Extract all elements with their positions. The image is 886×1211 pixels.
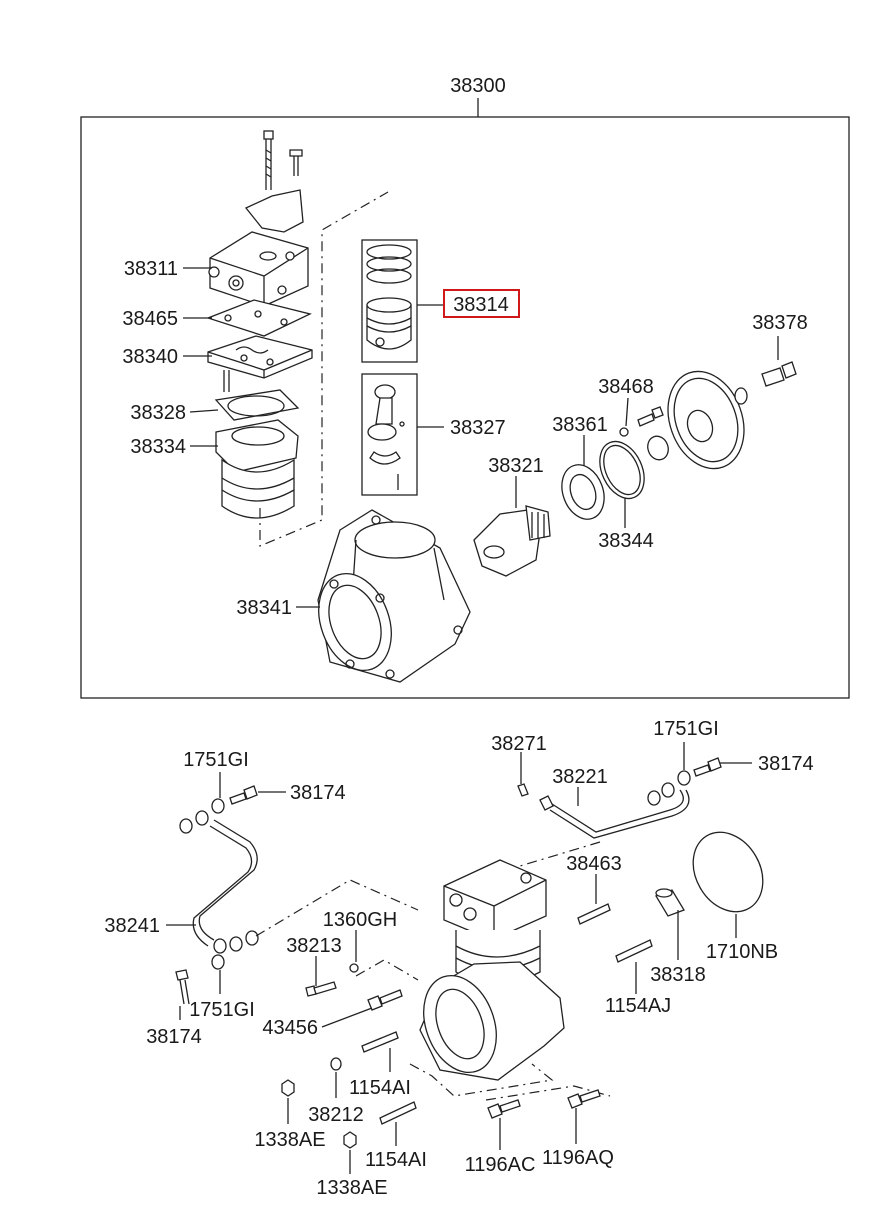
- part-38340-valve-plate[interactable]: [207, 335, 313, 379]
- part-1338ae-nut-b[interactable]: [343, 1131, 357, 1149]
- part-38311-cylinder-head[interactable]: [208, 231, 309, 307]
- assembly-frame: [80, 116, 850, 699]
- part-38314-piston[interactable]: [366, 297, 412, 350]
- label-38341[interactable]: 38341: [236, 597, 292, 619]
- part-38465-gasket[interactable]: [206, 299, 312, 337]
- fittings-right: [517, 757, 722, 811]
- part-38318-sleeve[interactable]: [655, 888, 685, 917]
- part-38341-crankcase[interactable]: [306, 509, 471, 683]
- label-38463[interactable]: 38463: [566, 853, 622, 875]
- label-38344[interactable]: 38344: [598, 530, 654, 552]
- label-38468[interactable]: 38468: [598, 376, 654, 398]
- label-38174-b[interactable]: 38174: [146, 1026, 202, 1048]
- piston-kit: [361, 239, 520, 496]
- part-38213-bolt[interactable]: [305, 981, 337, 997]
- part-38334-cylinder-block[interactable]: [215, 419, 299, 519]
- part-38361-bearing[interactable]: [555, 459, 612, 525]
- label-38174-a[interactable]: 38174: [290, 782, 346, 804]
- gear-washer: [734, 387, 748, 405]
- part-1154ai-stud-b[interactable]: [379, 1101, 417, 1125]
- selection-highlight: [443, 289, 520, 318]
- conrod-box: [361, 373, 418, 496]
- piston-rings: [366, 244, 412, 284]
- label-38213[interactable]: 38213: [286, 935, 342, 957]
- part-38463-stud[interactable]: [577, 903, 611, 925]
- fittings-left: [175, 785, 259, 1005]
- label-38318[interactable]: 38318: [650, 964, 706, 986]
- part-38328-cylinder-gasket[interactable]: [214, 389, 300, 421]
- drive-gear: [667, 370, 745, 470]
- part-38321-crankshaft[interactable]: [473, 505, 551, 577]
- label-1710nb[interactable]: 1710NB: [706, 941, 778, 963]
- label-38271[interactable]: 38271: [491, 733, 547, 755]
- label-38378[interactable]: 38378: [752, 312, 808, 334]
- label-1196aq[interactable]: 1196AQ: [542, 1147, 614, 1169]
- label-38321[interactable]: 38321: [488, 455, 544, 477]
- label-1751gi-b[interactable]: 1751GI: [189, 999, 255, 1021]
- label-1338ae-a[interactable]: 1338AE: [254, 1129, 325, 1151]
- label-38334[interactable]: 38334: [130, 436, 186, 458]
- part-1196aq-bolt[interactable]: [567, 1089, 601, 1109]
- part-38241-discharge-pipe[interactable]: [192, 819, 258, 947]
- label-38311[interactable]: 38311: [124, 258, 178, 280]
- part-38327-connecting-rod[interactable]: [367, 384, 405, 490]
- label-1751gi-a[interactable]: 1751GI: [183, 749, 249, 771]
- label-38241[interactable]: 38241: [104, 915, 160, 937]
- part-43456-bolt[interactable]: [367, 989, 403, 1011]
- part-1338ae-nut-a[interactable]: [281, 1079, 295, 1097]
- label-43456[interactable]: 43456: [262, 1017, 318, 1039]
- label-38327[interactable]: 38327: [450, 417, 506, 439]
- part-38468-washer[interactable]: [619, 427, 629, 437]
- head-bolt-short: [289, 149, 303, 176]
- part-38378-bolt[interactable]: [761, 361, 797, 387]
- label-1154ai-a[interactable]: 1154AI: [349, 1077, 411, 1099]
- part-38212-washer[interactable]: [330, 1057, 342, 1071]
- part-1154aj-stud[interactable]: [615, 939, 653, 963]
- label-38465[interactable]: 38465: [122, 308, 178, 330]
- label-38300[interactable]: 38300: [450, 75, 506, 97]
- label-38212[interactable]: 38212: [308, 1104, 364, 1126]
- label-1196ac[interactable]: 1196AC: [465, 1154, 536, 1176]
- part-1154ai-stud-a[interactable]: [361, 1031, 399, 1053]
- cylinder-head-stack: [206, 130, 389, 547]
- label-38221[interactable]: 38221: [552, 766, 608, 788]
- head-plate: [244, 189, 304, 233]
- head-bolt-long: [263, 130, 274, 190]
- label-1154ai-b[interactable]: 1154AI: [365, 1149, 427, 1171]
- dowel-pin: [223, 370, 230, 392]
- label-38340[interactable]: 38340: [122, 346, 178, 368]
- label-38361[interactable]: 38361: [552, 414, 608, 436]
- label-1751gi-c[interactable]: 1751GI: [653, 718, 719, 740]
- compressor-assembly: [419, 859, 565, 1081]
- label-38314[interactable]: 38314: [453, 294, 509, 316]
- gear-bolt: [637, 406, 664, 427]
- part-1196ac-bolt[interactable]: [487, 1099, 521, 1119]
- part-38344-snap-ring[interactable]: [591, 434, 653, 505]
- label-38328[interactable]: 38328: [130, 402, 186, 424]
- label-38174-c[interactable]: 38174: [758, 753, 814, 775]
- part-38221-pipe[interactable]: [549, 789, 690, 839]
- label-1360gh[interactable]: 1360GH: [323, 909, 398, 931]
- part-1360gh-nut[interactable]: [349, 963, 359, 973]
- part-1710nb-o-ring[interactable]: [679, 820, 776, 925]
- label-1338ae-b[interactable]: 1338AE: [316, 1177, 387, 1199]
- gear-bushing: [647, 435, 669, 461]
- label-1154aj[interactable]: 1154AJ: [605, 995, 671, 1017]
